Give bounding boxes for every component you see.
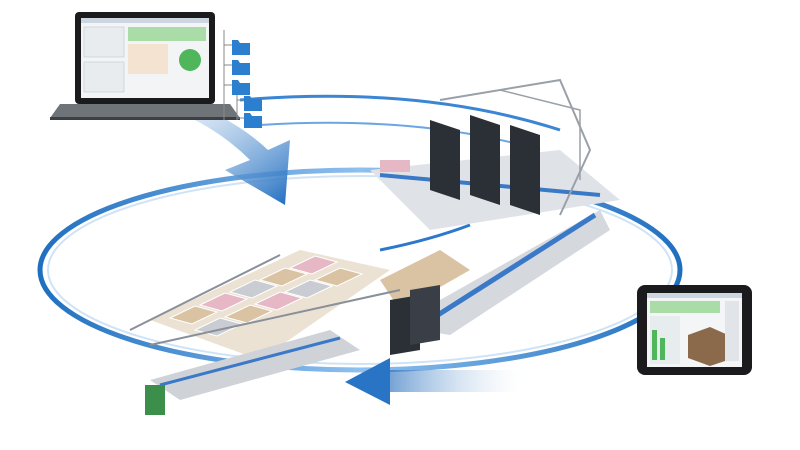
folder-icon <box>232 40 250 55</box>
arrow-icon <box>120 85 290 205</box>
laptop-icon <box>50 12 240 120</box>
folder-tree <box>223 30 244 120</box>
folder-icon <box>232 80 250 95</box>
arrow-icon <box>345 358 520 405</box>
folder-icon <box>244 113 262 128</box>
tablet-icon <box>637 285 752 375</box>
sorting-buffer <box>129 250 440 415</box>
folder-icon <box>244 96 262 111</box>
storage-system <box>370 78 620 230</box>
data-flow-line <box>239 94 561 132</box>
process-cycle-ring <box>37 167 683 373</box>
conveyor-line <box>380 210 610 335</box>
folder-icon <box>232 60 250 75</box>
